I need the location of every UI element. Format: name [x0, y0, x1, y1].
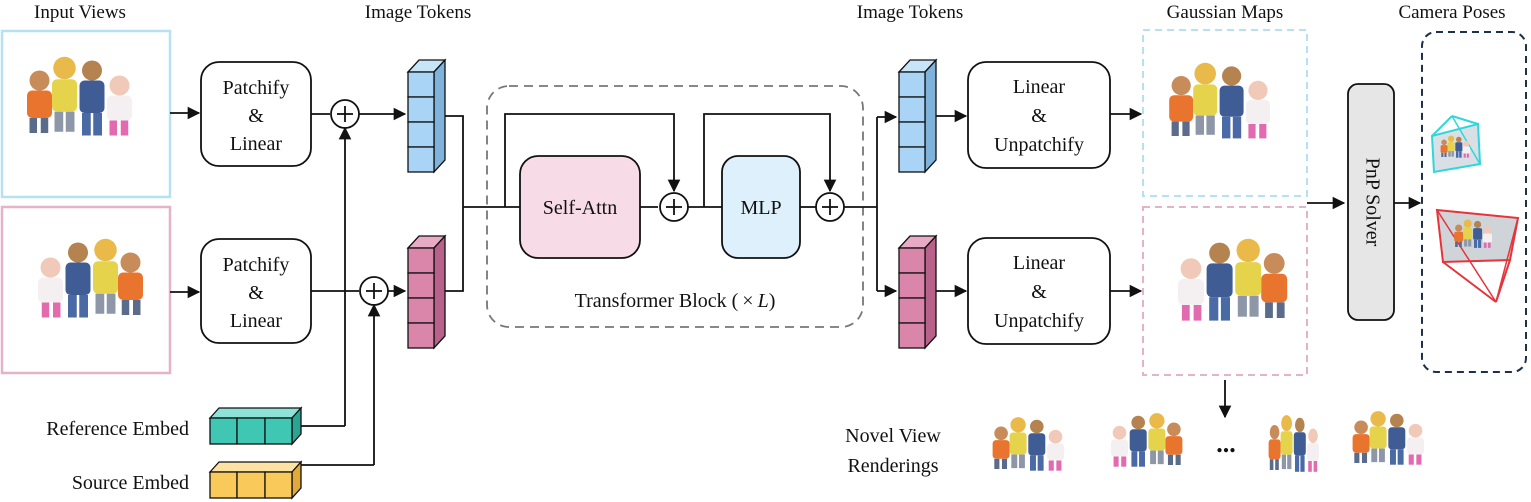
input-view-source — [0, 205, 172, 375]
reference-embed-blocks — [208, 406, 303, 446]
pnp-solver-label: PnP Solver — [1361, 158, 1383, 247]
novel-view-render-1 — [992, 417, 1064, 471]
gaussian-map-source — [1142, 206, 1308, 376]
self-attn-label: Self-Attn — [543, 197, 617, 219]
patchify-top-line-2: & — [248, 105, 264, 127]
heading-gaussian-maps: Gaussian Maps — [1167, 2, 1284, 23]
plus-node-bottom — [359, 276, 389, 306]
residual-skip-2 — [703, 113, 837, 207]
plus-node-attn — [659, 192, 689, 222]
source-embed-blocks — [208, 460, 303, 500]
image-tokens-left-pink — [406, 234, 447, 350]
unpatchify-top-line-1: Linear — [1013, 76, 1066, 98]
novel-view-render-4 — [1352, 411, 1424, 465]
heading-input-views: Input Views — [34, 2, 126, 23]
patchify-linear-top: Patchify & Linear — [200, 61, 312, 167]
unpatchify-bottom-line-1: Linear — [1013, 252, 1066, 274]
pnp-solver-block: PnP Solver — [1347, 83, 1395, 321]
linear-unpatchify-top: Linear & Unpatchify — [967, 61, 1111, 169]
camera-frustum-source — [1435, 208, 1520, 303]
novel-view-render-2 — [1111, 413, 1183, 467]
camera-frustum-reference — [1430, 115, 1482, 174]
linear-unpatchify-bottom: Linear & Unpatchify — [967, 237, 1111, 345]
plus-node-mlp — [815, 192, 845, 222]
novel-view-label-line-2: Renderings — [847, 455, 938, 477]
novel-view-render-3 — [1268, 415, 1319, 472]
self-attn-block: Self-Attn — [519, 155, 641, 259]
transformer-block-label: Transformer Block (×L) — [575, 290, 776, 312]
patchify-bottom-line-1: Patchify — [223, 254, 290, 276]
plus-node-top — [330, 99, 360, 129]
patchify-linear-bottom: Patchify & Linear — [200, 238, 312, 344]
heading-camera-poses: Camera Poses — [1398, 2, 1505, 23]
mlp-block: MLP — [721, 155, 801, 259]
novel-view-label-line-1: Novel View — [845, 425, 941, 447]
heading-image-tokens-right: Image Tokens — [857, 2, 964, 23]
heading-image-tokens-left: Image Tokens — [365, 2, 472, 23]
residual-skip-1 — [504, 113, 681, 207]
novel-view-ellipsis: ... — [1216, 429, 1236, 458]
unpatchify-bottom-line-3: Unpatchify — [994, 310, 1084, 332]
reference-embed-label: Reference Embed — [46, 418, 189, 440]
image-tokens-right-pink — [897, 234, 938, 350]
mlp-label: MLP — [740, 197, 781, 219]
patchify-bottom-line-3: Linear — [230, 310, 283, 332]
input-view-reference — [0, 29, 172, 199]
merge-bracket-left — [445, 115, 464, 292]
camera-poses-panel — [1421, 31, 1527, 373]
unpatchify-top-line-3: Unpatchify — [994, 134, 1084, 156]
gaussian-map-reference — [1142, 29, 1308, 197]
patchify-top-line-3: Linear — [230, 133, 283, 155]
source-embed-label: Source Embed — [72, 472, 189, 494]
image-tokens-right-blue — [897, 58, 938, 174]
unpatchify-bottom-line-2: & — [1031, 281, 1047, 303]
patchify-top-line-1: Patchify — [223, 77, 290, 99]
unpatchify-top-line-2: & — [1031, 105, 1047, 127]
image-tokens-left-blue — [406, 58, 447, 174]
transformer-block-frame — [486, 85, 864, 328]
patchify-bottom-line-2: & — [248, 282, 264, 304]
